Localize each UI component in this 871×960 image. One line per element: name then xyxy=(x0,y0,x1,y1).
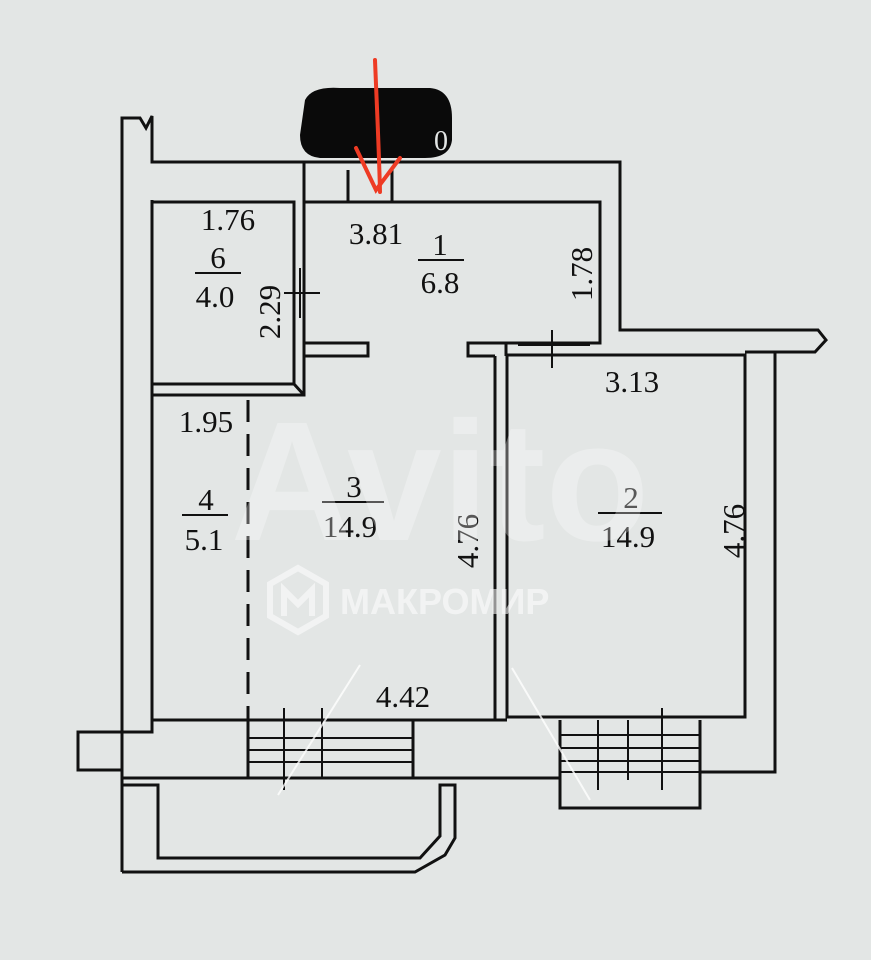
room-2-walls xyxy=(505,353,747,719)
scratch-left xyxy=(277,664,361,796)
room-6-area: 4.0 xyxy=(196,279,235,314)
dim-room-6-height: 2.29 xyxy=(252,285,287,339)
room-labels: 6 4.0 1 6.8 3 14.9 2 14.9 4 5.1 xyxy=(182,227,662,557)
room-2-area: 14.9 xyxy=(601,519,655,554)
makromir-logo-hexagon xyxy=(267,564,329,636)
red-arrow-icon xyxy=(354,58,402,194)
room-6-door-tick xyxy=(284,268,320,318)
window-left-lines xyxy=(248,737,413,763)
room-1-number: 1 xyxy=(432,227,448,262)
paper-scratches xyxy=(277,664,591,801)
balcony xyxy=(122,783,457,874)
room-4-area: 5.1 xyxy=(185,522,224,557)
dim-room-2-height: 4.76 xyxy=(716,504,751,558)
avito-watermark: Avito xyxy=(231,387,650,577)
room-3-number: 3 xyxy=(346,469,362,504)
dim-room-6-width: 1.76 xyxy=(201,202,255,237)
room-3-area: 14.9 xyxy=(323,509,377,544)
watermark: Avito МАКРОМИР xyxy=(231,387,650,636)
partition-stub xyxy=(304,341,370,358)
room-2-door-tick xyxy=(518,330,590,368)
window-right-mullions xyxy=(597,708,663,790)
hall-wall xyxy=(304,200,602,358)
window-right-lines xyxy=(560,734,700,773)
dim-room-1-width: 3.81 xyxy=(349,216,403,251)
room-4-number: 4 xyxy=(198,482,214,517)
window-frames xyxy=(248,268,700,790)
window-right xyxy=(558,720,702,810)
makromir-logo-letter xyxy=(281,582,315,616)
red-arrow-shaft xyxy=(373,58,382,194)
room-1-area: 6.8 xyxy=(421,265,460,300)
room-2-number: 2 xyxy=(623,480,639,515)
makromir-logo-icon xyxy=(267,564,329,636)
lower-wall xyxy=(76,720,154,772)
dim-room-3-height: 4.76 xyxy=(450,514,485,568)
dim-room-1-height: 1.78 xyxy=(564,247,599,301)
red-arrow-head xyxy=(354,146,402,194)
makromir-watermark: МАКРОМИР xyxy=(340,581,549,622)
dim-room-2-width: 3.13 xyxy=(605,364,659,399)
corridor-joint xyxy=(495,341,508,356)
redaction-residue: 0 xyxy=(434,126,448,157)
dimension-labels: 1.76 3.81 3.13 1.95 4.42 2.29 1.78 4.76 … xyxy=(179,202,751,714)
dim-room-4-width: 1.95 xyxy=(179,404,233,439)
room-6-corner xyxy=(292,382,306,397)
entry-door-jambs xyxy=(346,170,394,202)
window-left-mullions xyxy=(283,708,323,790)
scratch-right xyxy=(511,667,591,801)
dim-room-3-width: 4.42 xyxy=(376,679,430,714)
outer-wall xyxy=(120,115,828,872)
room-6-number: 6 xyxy=(210,240,226,275)
